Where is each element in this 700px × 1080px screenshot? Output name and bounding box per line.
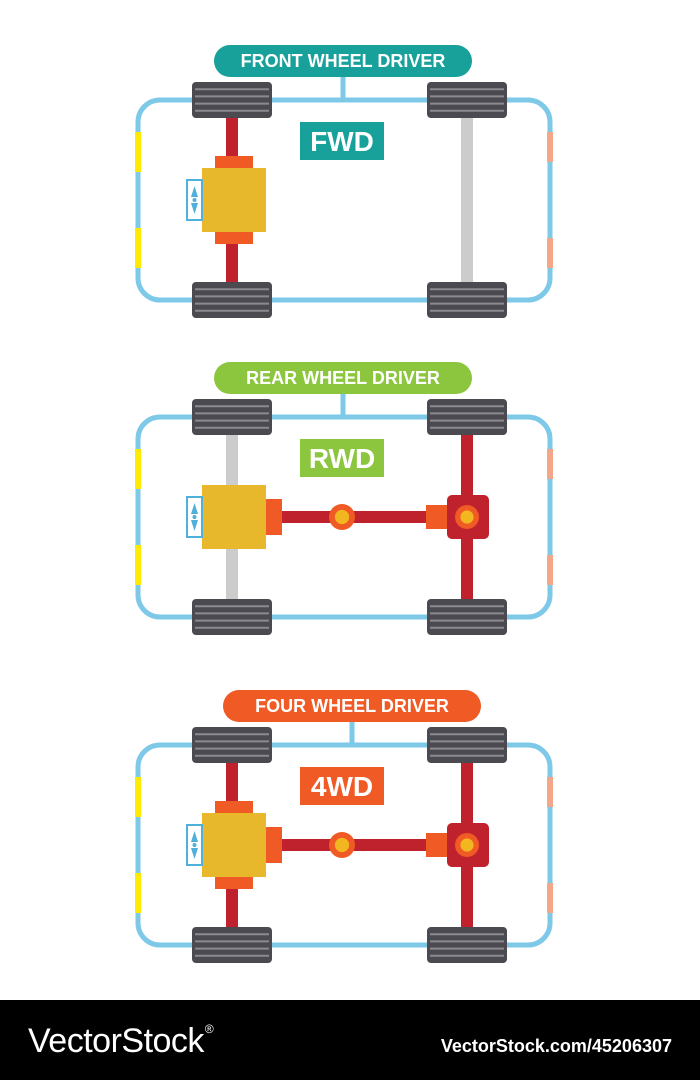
tire-body xyxy=(427,282,507,318)
front-right-tire xyxy=(192,282,272,318)
transaxle-top xyxy=(215,156,253,170)
rear-left-tire xyxy=(427,82,507,118)
tire-body xyxy=(192,927,272,963)
fan-blade-bottom xyxy=(191,203,198,214)
rear-diff-joint-center xyxy=(460,510,474,524)
tire-body xyxy=(427,399,507,435)
headlight-top xyxy=(135,449,141,489)
front-left-tire xyxy=(192,82,272,118)
driveshaft xyxy=(270,839,467,851)
headlight-bottom xyxy=(135,545,141,585)
registered-mark: ® xyxy=(204,1022,214,1036)
drive-type-label: FWD xyxy=(310,126,374,157)
banner-label: FOUR WHEEL DRIVER xyxy=(255,696,449,716)
tire-body xyxy=(192,599,272,635)
section-4wd: FOUR WHEEL DRIVER 4WD xyxy=(135,690,553,963)
tire-body xyxy=(192,727,272,763)
front-left-tire xyxy=(192,727,272,763)
headlight-top xyxy=(135,777,141,817)
tire-body xyxy=(192,82,272,118)
taillight-bottom xyxy=(547,883,553,913)
transmission xyxy=(266,827,282,863)
chassis-frame xyxy=(135,742,553,948)
driveshaft-joint-center xyxy=(334,509,350,525)
rear-left-tire xyxy=(427,727,507,763)
engine-block xyxy=(202,485,266,549)
drivetrain-diagram: FRONT WHEEL DRIVER FWD REAR WHEEL DRIVER RW… xyxy=(135,45,553,963)
fan-blade-bottom xyxy=(191,520,198,531)
radiator-fan-icon xyxy=(186,824,203,866)
drive-type-badge xyxy=(300,439,384,477)
section-fwd: FRONT WHEEL DRIVER FWD xyxy=(135,45,553,318)
headlight-bottom xyxy=(135,873,141,913)
watermark-footer: VectorStock® VectorStock.com/45206307 xyxy=(0,1000,700,1080)
transaxle-top xyxy=(215,801,253,815)
front-right-tire xyxy=(192,927,272,963)
rear-right-tire xyxy=(427,927,507,963)
fan-hub xyxy=(192,198,197,202)
banner-pill xyxy=(223,690,481,722)
banner-label: FRONT WHEEL DRIVER xyxy=(241,51,446,71)
engine-block xyxy=(202,813,266,877)
headlight-top xyxy=(135,132,141,172)
brand-name: VectorStock xyxy=(28,1022,204,1060)
transmission xyxy=(266,499,282,535)
taillight-top xyxy=(547,777,553,807)
drive-type-label: 4WD xyxy=(311,771,373,802)
taillight-bottom xyxy=(547,238,553,268)
fan-hub xyxy=(192,843,197,847)
drive-type-label: RWD xyxy=(309,443,375,474)
driveshaft xyxy=(270,511,467,523)
banner-pill xyxy=(214,362,472,394)
taillight-bottom xyxy=(547,555,553,585)
front-right-tire xyxy=(192,599,272,635)
fan-blade-bottom xyxy=(191,848,198,859)
transaxle-bottom xyxy=(215,875,253,889)
transaxle-bottom xyxy=(215,230,253,244)
tire-body xyxy=(427,927,507,963)
front-left-tire xyxy=(192,399,272,435)
rear-left-tire xyxy=(427,399,507,435)
banner-label: REAR WHEEL DRIVER xyxy=(246,368,440,388)
engine-block xyxy=(202,168,266,232)
tire-body xyxy=(192,282,272,318)
drive-type-badge xyxy=(300,767,384,805)
fan-blade-top xyxy=(191,503,198,514)
image-id: VectorStock.com/45206307 xyxy=(440,1036,672,1056)
banner-pill xyxy=(214,45,472,77)
vectorstock-logo: VectorStock® xyxy=(28,1022,214,1061)
tire-body xyxy=(427,727,507,763)
rear-right-tire xyxy=(427,282,507,318)
taillight-top xyxy=(547,132,553,162)
rear-diff-joint-center xyxy=(460,838,474,852)
rear-right-tire xyxy=(427,599,507,635)
driveshaft-joint-center xyxy=(334,837,350,853)
fan-hub xyxy=(192,515,197,519)
tire-body xyxy=(192,399,272,435)
radiator-fan-icon xyxy=(186,496,203,538)
section-rwd: REAR WHEEL DRIVER RWD xyxy=(135,362,553,635)
drive-type-badge xyxy=(300,122,384,160)
tire-body xyxy=(427,599,507,635)
headlight-bottom xyxy=(135,228,141,268)
taillight-top xyxy=(547,449,553,479)
fan-blade-top xyxy=(191,831,198,842)
rear-axle xyxy=(461,110,473,290)
radiator-fan-icon xyxy=(186,179,203,221)
tire-body xyxy=(427,82,507,118)
fan-blade-top xyxy=(191,186,198,197)
